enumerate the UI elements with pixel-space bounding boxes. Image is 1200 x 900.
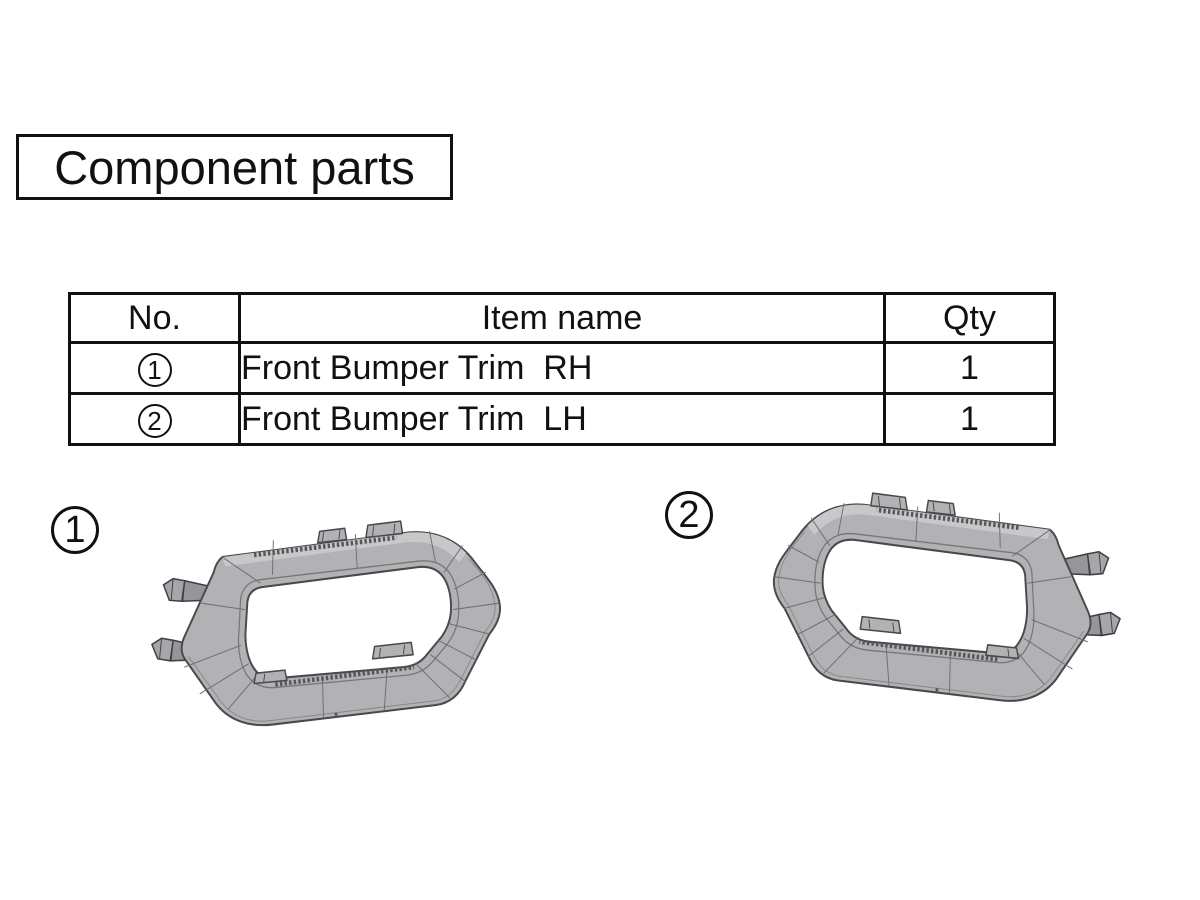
circled-number-1: 1 [137, 352, 172, 387]
title-box: Component parts [16, 134, 453, 200]
col-header-item-name: Item name [238, 292, 886, 344]
figure-2-label: 2 [665, 491, 713, 539]
table-header-row: No. Item name Qty [68, 292, 1056, 344]
component-parts-table: No. Item name Qty 1 Front Bumper Trim RH… [68, 292, 1056, 446]
clip-tab-icons [859, 492, 1020, 660]
qty-cell: 1 [883, 392, 1056, 446]
no-cell: 1 [68, 341, 241, 395]
table-row: 2 Front Bumper Trim LH 1 [68, 392, 1056, 446]
table-row: 1 Front Bumper Trim RH 1 [68, 341, 1056, 395]
item-name-cell: Front Bumper Trim RH [238, 341, 886, 395]
col-header-qty: Qty [883, 292, 1056, 344]
figure-1-label: 1 [51, 506, 99, 554]
col-header-no: No. [68, 292, 241, 344]
front-bumper-trim-lh-illustration [772, 492, 1121, 702]
front-bumper-trim-rh-illustration [151, 520, 501, 727]
no-cell: 2 [68, 392, 241, 446]
page-title: Component parts [54, 140, 415, 194]
item-name-cell: Front Bumper Trim LH [238, 392, 886, 446]
qty-cell: 1 [883, 341, 1056, 395]
clip-tab-icons [253, 520, 414, 685]
circled-number-2: 2 [137, 403, 172, 438]
